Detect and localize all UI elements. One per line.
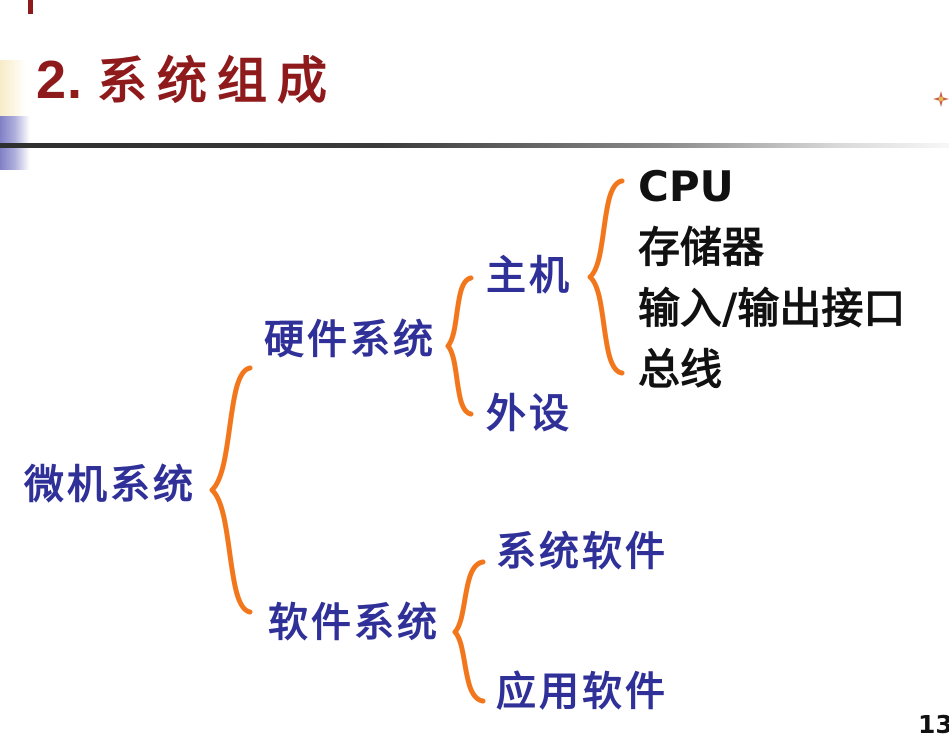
slide-title-number: 2. (36, 50, 84, 110)
node-application-software: 应用软件 (496, 668, 668, 715)
leaf-bus: 总线 (638, 345, 723, 394)
brace-host (587, 178, 625, 376)
leaf-io-interface: 输入/输出接口 (638, 284, 906, 333)
node-hardware-system: 硬件系统 (264, 316, 436, 363)
leaf-cpu: CPU (638, 162, 734, 211)
title-accent-bar-cream (0, 60, 26, 116)
node-host: 主机 (486, 252, 572, 299)
brace-hardware (445, 275, 474, 417)
page-number: 13 (918, 710, 949, 739)
title-divider-line (0, 143, 949, 148)
host-components-list: CPU 存储器 输入/输出接口 总线 (638, 156, 905, 400)
slide-title-text: 系统组成 (97, 51, 338, 110)
slide-title: 2.系统组成 (36, 52, 337, 109)
node-system-software: 系统软件 (496, 528, 668, 575)
leaf-memory: 存储器 (638, 223, 765, 272)
top-left-red-tick (28, 0, 33, 14)
node-peripherals: 外设 (486, 390, 572, 437)
brace-software (452, 559, 486, 704)
node-software-system: 软件系统 (268, 599, 440, 646)
brace-root (209, 365, 253, 615)
sparkle-icon (933, 91, 949, 107)
node-microcomputer-system: 微机系统 (24, 461, 196, 508)
